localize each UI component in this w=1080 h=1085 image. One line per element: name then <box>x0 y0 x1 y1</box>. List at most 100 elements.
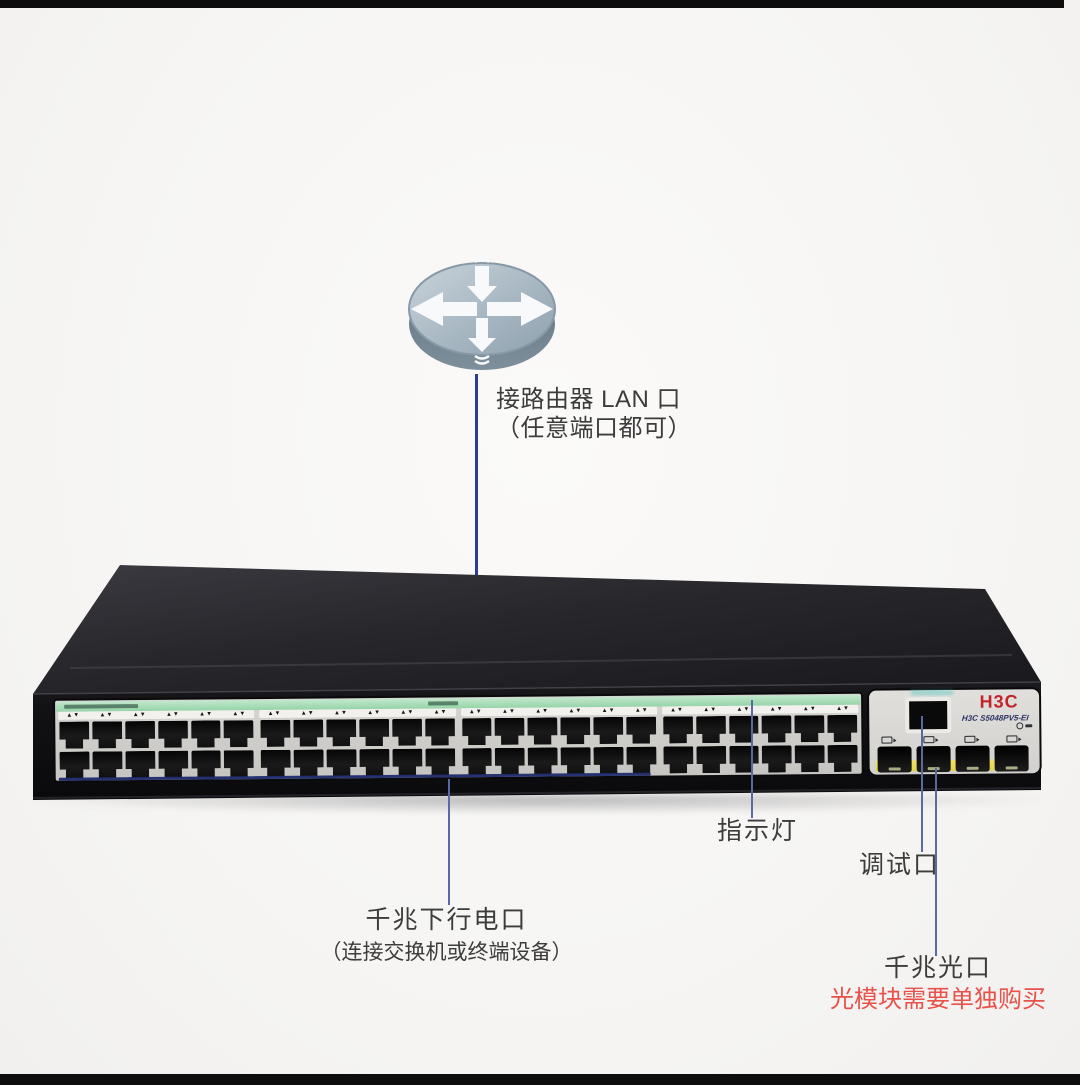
console-callout-line <box>921 716 923 852</box>
rj45-port <box>593 747 623 774</box>
sfp-port-icon <box>964 735 976 743</box>
downlink-label: 千兆下行电口 （连接交换机或终端设备） <box>274 905 619 965</box>
rj45-port <box>495 718 525 745</box>
port-triangle-marks: ▲▼ <box>703 707 718 714</box>
rj45-port <box>224 750 254 777</box>
port-triangle-marks: ▲▼ <box>670 707 684 714</box>
rj45-port <box>125 721 155 748</box>
rj45-port <box>425 748 455 775</box>
router-callout-label: 接路由器 LAN 口 （任意端口都可） <box>496 385 692 443</box>
rj45-port <box>392 749 422 776</box>
rj45-port <box>224 720 254 747</box>
rj45-port <box>326 749 356 776</box>
rj45-port <box>294 749 324 776</box>
console-label: 调试口 <box>859 851 941 879</box>
rj45-port <box>528 747 558 774</box>
power-dash-icon <box>1025 724 1033 728</box>
port-triangle-marks: ▲▼ <box>769 706 784 713</box>
port-grid <box>58 718 255 780</box>
rj45-port <box>762 715 792 742</box>
rj45-port <box>527 717 557 744</box>
sfp-port-icon <box>923 735 935 743</box>
port-groups: ▲▼▲▼▲▼▲▼▲▼▲▼▲▼▲▼▲▼▲▼▲▼▲▼▲▼▲▼▲▼▲▼▲▼▲▼▲▼▲▼… <box>58 704 859 780</box>
uplink-panel: H3C H3C S5048PV5-EI <box>869 689 1040 775</box>
sfp-port-row <box>875 743 1033 774</box>
rj45-port <box>92 721 122 748</box>
port-triangle-marks: ▲▼ <box>165 711 180 718</box>
port-triangle-marks: ▲▼ <box>232 711 247 718</box>
rj45-port <box>663 716 693 743</box>
rj45-port <box>260 720 290 747</box>
port-triangle-marks: ▲▼ <box>300 710 315 717</box>
port-triangle-marks: ▲▼ <box>99 712 114 719</box>
port-triangle-marks: ▲▼ <box>433 709 448 716</box>
port-grid <box>662 713 859 775</box>
sfp-cage <box>877 746 912 773</box>
downlink-label-line1: 千兆下行电口 <box>365 906 528 934</box>
sfp-label-line1: 千兆光口 <box>883 954 992 982</box>
port-group: ▲▼ ▲▼ ▲▼ ▲▼ ▲▼ ▲▼ <box>460 706 658 777</box>
port-triangle-marks: ▲▼ <box>836 705 851 712</box>
sfp-callout-line <box>935 768 937 956</box>
rj45-port <box>626 747 656 774</box>
downlink-label-line2: （连接交换机或终端设备） <box>320 941 573 964</box>
port-triangle-marks: ▲▼ <box>802 706 817 713</box>
rj45-port <box>191 720 221 747</box>
rj45-port <box>729 746 759 773</box>
rj45-port <box>663 746 693 773</box>
rj45-port <box>359 749 389 776</box>
rj45-port <box>729 716 759 743</box>
sfp-port-icon <box>881 736 893 744</box>
port-triangle-marks: ▲▼ <box>601 707 616 715</box>
rj45-port <box>125 751 155 778</box>
top-black-bar <box>0 0 1064 8</box>
switch-top-face <box>33 565 1041 694</box>
port-triangle-marks: ▲▼ <box>468 709 483 716</box>
rj45-port <box>326 719 356 746</box>
port-triangle-marks: ▲▼ <box>132 712 147 719</box>
switch-shadow <box>28 794 1044 814</box>
rj45-port <box>696 746 726 773</box>
port-group: ▲▼▲▼▲▼▲▼▲▼▲▼ <box>58 710 255 780</box>
rj45-port <box>59 722 89 749</box>
bottom-black-bar <box>0 1074 1080 1085</box>
console-rj45-port <box>905 696 952 734</box>
router-icon <box>408 254 556 370</box>
port-group: ▲▼ ▲▼ ▲▼ ▲▼ ▲▼ ▲▼ <box>661 704 859 775</box>
port-bezel: ▲▼▲▼▲▼▲▼▲▼▲▼▲▼▲▼▲▼▲▼▲▼▲▼▲▼▲▼▲▼▲▼▲▼▲▼▲▼▲▼… <box>55 693 862 781</box>
router-connection-line <box>475 374 478 734</box>
port-triangle-marks: ▲▼ <box>400 709 415 716</box>
port-grid <box>259 716 456 778</box>
led-strip-print <box>428 701 459 706</box>
rj45-port <box>794 715 824 742</box>
rj45-port <box>828 745 858 772</box>
rj45-port <box>560 717 590 744</box>
power-ring-icon <box>1016 722 1024 730</box>
rj45-port <box>425 718 455 745</box>
rj45-port <box>191 750 221 777</box>
rj45-port <box>495 748 525 775</box>
rj45-port <box>762 745 792 772</box>
rj45-port <box>696 716 726 743</box>
rj45-port <box>593 717 623 744</box>
port-triangle-marks: ▲▼ <box>502 708 516 715</box>
port-triangle-marks: ▲▼ <box>267 710 282 717</box>
power-indicator-icon <box>1016 722 1033 730</box>
port-triangle-marks: ▲▼ <box>736 706 751 713</box>
rj45-port <box>359 719 389 746</box>
switch-front-panel: ▲▼▲▼▲▼▲▼▲▼▲▼▲▼▲▼▲▼▲▼▲▼▲▼▲▼▲▼▲▼▲▼▲▼▲▼▲▼▲▼… <box>33 685 1042 798</box>
rj45-port <box>462 718 492 745</box>
port-triangle-marks: ▲▼ <box>535 708 550 715</box>
router-label-line1: 接路由器 LAN 口 <box>496 386 682 413</box>
port-grid <box>461 715 658 777</box>
rj45-port <box>293 719 323 746</box>
brand-logo: H3C <box>979 691 1019 712</box>
rj45-port <box>158 721 188 748</box>
indicator-label: 指示灯 <box>717 817 799 845</box>
port-triangle-marks: ▲▼ <box>634 707 649 714</box>
rj45-port <box>561 747 591 774</box>
sfp-cages <box>877 745 1029 773</box>
port-triangle-marks: ▲▼ <box>367 709 382 717</box>
port-triangle-marks: ▲▼ <box>568 708 583 715</box>
rj45-port <box>92 751 122 778</box>
